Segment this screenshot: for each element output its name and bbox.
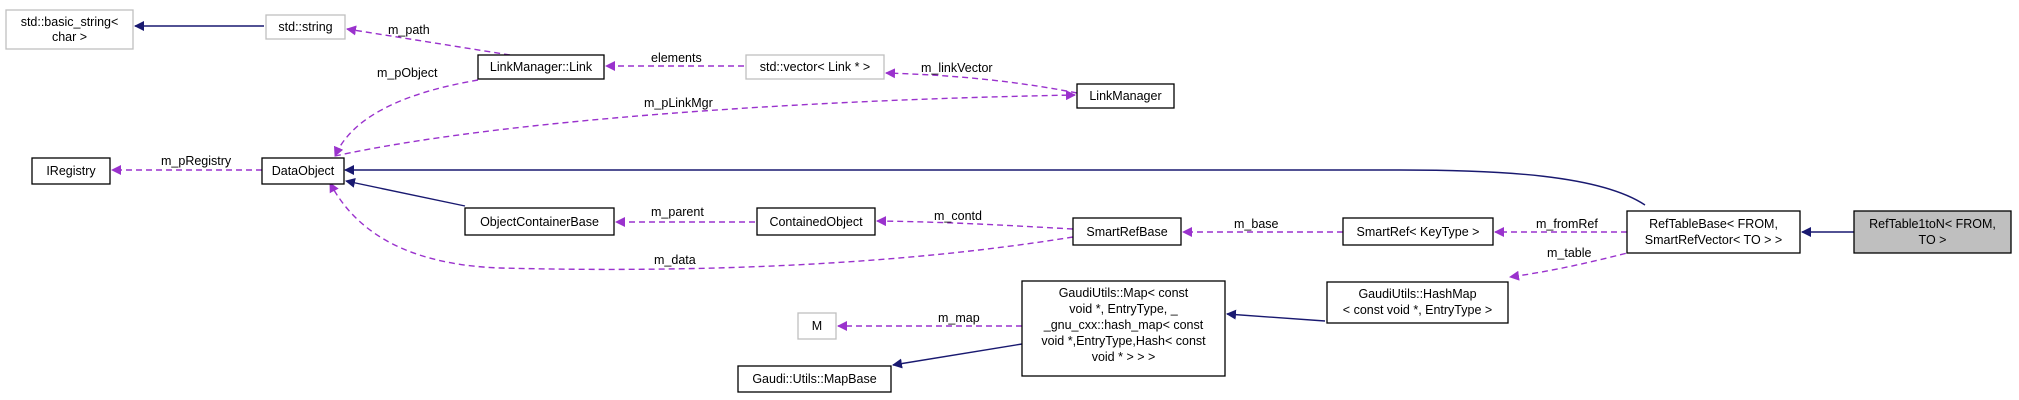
node-smart-ref-label: SmartRef< KeyType > [1357, 225, 1480, 239]
edge-label-m-map: m_map [938, 311, 980, 325]
node-basic-string-line-1: std::basic_string< [21, 15, 119, 29]
edge-reftablebase-to-hashmap-m-table [1509, 245, 1656, 281]
node-link-manager-label: LinkManager [1089, 89, 1161, 103]
node-ref-table-base-line-2: SmartRefVector< TO > > [1645, 233, 1782, 247]
node-gaudi-utils-hashmap[interactable]: GaudiUtils::HashMap < const void *, Entr… [1326, 281, 1509, 324]
edge-label-m-base: m_base [1234, 217, 1279, 231]
node-gaudi-utils-map[interactable]: GaudiUtils::Map< const void *, EntryType… [1021, 280, 1226, 377]
edge-reftablebase-to-dataobject [344, 165, 1646, 206]
edge-label-m-parent: m_parent [651, 205, 704, 219]
node-ref-table-1to-n[interactable]: RefTable1toN< FROM, TO > [1853, 210, 2012, 254]
node-contained-object-label: ContainedObject [769, 215, 863, 229]
edge-label-m-pregistry: m_pRegistry [161, 154, 232, 168]
node-object-container-base-label: ObjectContainerBase [480, 215, 599, 229]
edge-label-elements: elements [651, 51, 702, 65]
node-gaudi-utils-mapbase[interactable]: Gaudi::Utils::MapBase [737, 365, 892, 393]
node-smart-ref[interactable]: SmartRef< KeyType > [1342, 217, 1494, 246]
node-gaudi-utils-mapbase-label: Gaudi::Utils::MapBase [752, 372, 876, 386]
node-std-vector[interactable]: std::vector< Link * > [745, 54, 885, 80]
node-link-manager-link-label: LinkManager::Link [490, 60, 593, 74]
node-gaudi-utils-map-line-3: _gnu_cxx::hash_map< const [1043, 318, 1204, 332]
node-smart-ref-base-label: SmartRefBase [1086, 225, 1167, 239]
edge-label-m-linkvector: m_linkVector [921, 61, 993, 75]
edge-label-m-fromref: m_fromRef [1536, 217, 1598, 231]
node-gaudi-utils-map-line-5: void * > > > [1092, 350, 1156, 364]
node-link-manager[interactable]: LinkManager [1076, 83, 1175, 109]
node-m[interactable]: M [797, 312, 837, 340]
edge-smartrefbase-to-containedobject-m-contd [876, 216, 1074, 230]
inheritance-edges [134, 21, 1854, 369]
node-object-container-base[interactable]: ObjectContainerBase [464, 207, 615, 236]
node-data-object-label: DataObject [272, 164, 335, 178]
node-basic-string-line-2: char > [52, 30, 87, 44]
usage-edges [111, 25, 1656, 331]
edge-label-m-contd: m_contd [934, 209, 982, 223]
edge-label-m-data: m_data [654, 253, 696, 267]
edge-label-m-path: m_path [388, 23, 430, 37]
node-std-vector-label: std::vector< Link * > [760, 60, 870, 74]
edge-label-m-table: m_table [1547, 246, 1592, 260]
node-ref-table-1to-n-line-1: RefTable1toN< FROM, [1869, 217, 1996, 231]
node-std-string[interactable]: std::string [265, 14, 346, 40]
edge-dataobject-to-linkmanager-m-plinkmgr [334, 90, 1076, 157]
node-link-manager-link[interactable]: LinkManager::Link [477, 54, 605, 80]
node-iregistry[interactable]: IRegistry [31, 157, 111, 185]
node-m-label: M [812, 319, 822, 333]
node-gaudi-utils-map-line-4: void *,EntryType,Hash< const [1041, 334, 1206, 348]
edge-label-m-plinkmgr: m_pLinkMgr [644, 96, 713, 110]
node-ref-table-base[interactable]: RefTableBase< FROM, SmartRefVector< TO >… [1626, 210, 1801, 254]
edge-label-m-pobject: m_pObject [377, 66, 438, 80]
edge-linkmanager-to-vector-m-linkvector [885, 68, 1078, 94]
edge-link-to-dataobject-m-pobject [334, 79, 479, 157]
node-gaudi-utils-hashmap-line-1: GaudiUtils::HashMap [1358, 287, 1476, 301]
node-ref-table-1to-n-line-2: TO > [1919, 233, 1947, 247]
edge-labels: m_path m_pObject elements m_linkVector m… [161, 23, 1598, 325]
node-basic-string[interactable]: std::basic_string< char > [5, 9, 134, 50]
node-gaudi-utils-hashmap-line-2: < const void *, EntryType > [1343, 303, 1492, 317]
node-data-object[interactable]: DataObject [261, 157, 345, 185]
node-iregistry-label: IRegistry [46, 164, 96, 178]
node-std-string-label: std::string [278, 20, 332, 34]
edge-smartrefbase-to-dataobject-m-data [329, 182, 1074, 271]
node-ref-table-base-line-1: RefTableBase< FROM, [1649, 217, 1778, 231]
node-gaudi-utils-map-line-1: GaudiUtils::Map< const [1059, 286, 1189, 300]
edge-objectcontainerbase-to-dataobject [345, 177, 466, 207]
node-gaudi-utils-map-line-2: void *, EntryType, _ [1069, 302, 1178, 316]
edge-hashmap-to-map [1226, 309, 1326, 322]
edge-link-to-string-m-path [346, 25, 511, 56]
node-smart-ref-base[interactable]: SmartRefBase [1072, 217, 1182, 246]
node-contained-object[interactable]: ContainedObject [756, 207, 876, 236]
edge-map-to-mapbase [892, 343, 1023, 369]
